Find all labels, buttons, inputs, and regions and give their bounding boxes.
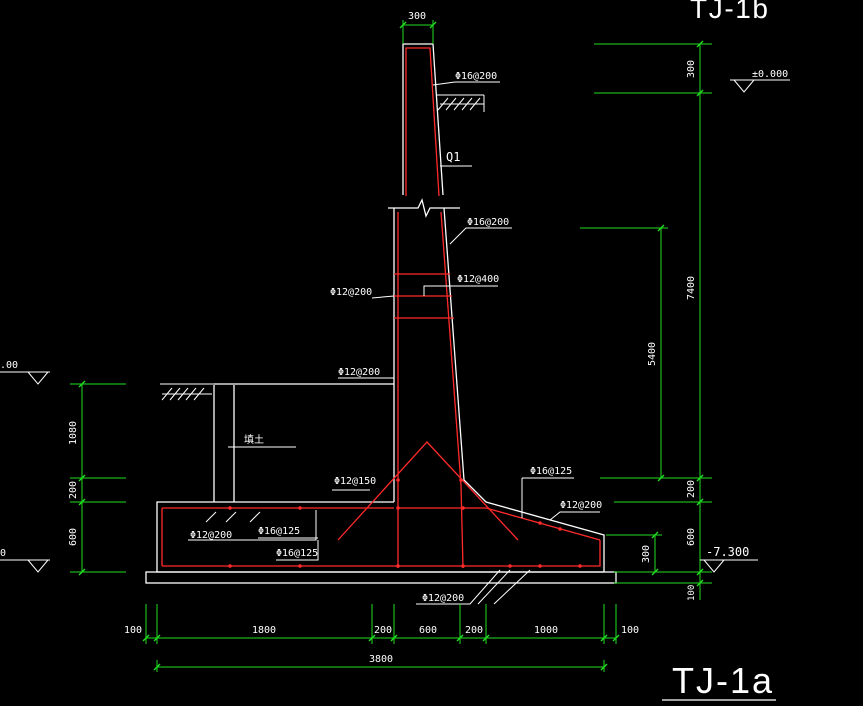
rebar-group	[161, 47, 601, 569]
break-line	[388, 198, 460, 218]
level-marker-left-bottom	[0, 559, 50, 573]
dim-right-200: 200	[686, 480, 697, 498]
dim-right-7400: 7400	[686, 276, 697, 300]
dim-bottom-100-left: 100	[124, 625, 142, 636]
dim-bottom-600: 600	[419, 625, 437, 636]
rebar-wall-right	[440, 211, 464, 569]
dim-bottom-total: 3800	[369, 654, 393, 665]
text-layer: TJ-1b TJ-1a Q1 填土 ±0.000 -7.300 .00 0 Φ1…	[0, 0, 788, 701]
rebar-label-corner: Φ12@150	[334, 476, 376, 487]
level-top-text: ±0.000	[752, 69, 788, 80]
level-marker-top	[730, 79, 790, 93]
ground-hatch-left	[160, 383, 214, 401]
rebar-label-inner-a: Φ12@200	[330, 287, 372, 298]
label-wall-q1: Q1	[446, 150, 460, 164]
rebar-label-heel-bot: Φ16@125	[276, 548, 318, 559]
level-marker-bottom	[700, 559, 758, 573]
blinding-layer	[145, 571, 617, 584]
level-bottom-text: -7.300	[706, 545, 749, 559]
dim-left-200: 200	[68, 481, 79, 499]
dim-right-5400: 5400	[647, 342, 658, 366]
rebar-footing-bottom	[162, 540, 601, 567]
wall-lower-outline	[393, 207, 605, 572]
rebar-label-wall-mid: Φ16@200	[467, 217, 509, 228]
rebar-haunch	[337, 441, 519, 541]
dim-bottom-100-right: 100	[621, 625, 639, 636]
rebar-dots	[228, 478, 582, 568]
dim-toe-300: 300	[641, 545, 652, 563]
fill-zone-lines	[213, 383, 394, 502]
dim-bottom-1800: 1800	[252, 625, 276, 636]
level-left-top-text: .00	[0, 360, 18, 371]
rebar-stirrups	[394, 273, 454, 319]
rebar-label-wall-top: Φ16@200	[455, 71, 497, 82]
wall-upper-outline	[402, 43, 444, 196]
dim-top-width: 300	[408, 11, 426, 22]
dim-left-1080: 1080	[68, 421, 79, 445]
dimension-ticks	[78, 21, 704, 671]
rebar-footing-top	[162, 507, 601, 541]
level-marker-left-top	[0, 371, 50, 385]
rebar-label-toe-slope: Φ12@200	[560, 500, 602, 511]
dim-bottom-200-b: 200	[465, 625, 483, 636]
level-left-bottom-text: 0	[0, 548, 6, 559]
level-markers	[0, 79, 790, 573]
rebar-label-heel-mid: Φ16@125	[258, 526, 300, 537]
rebar-label-inner-b: Φ12@200	[338, 367, 380, 378]
title-partial: TJ-1b	[690, 0, 768, 24]
dim-bottom-1000: 1000	[534, 625, 558, 636]
leader-lines	[188, 81, 600, 605]
rebar-label-distribution: Φ12@400	[457, 274, 499, 285]
drawing-title: TJ-1a	[672, 660, 773, 701]
dim-right-600: 600	[686, 528, 697, 546]
concrete-outline	[145, 43, 617, 584]
rebar-label-heel-top: Φ12@200	[190, 530, 232, 541]
dimension-lines	[70, 20, 712, 672]
dim-bottom-200-a: 200	[374, 625, 392, 636]
dim-right-100: 100	[687, 585, 697, 601]
rebar-label-toe-top: Φ16@125	[530, 466, 572, 477]
rebar-label-base: Φ12@200	[422, 593, 464, 604]
dim-right-300: 300	[686, 60, 697, 78]
ground-hatch-right	[436, 94, 485, 112]
dim-left-600: 600	[68, 528, 79, 546]
rebar-wall-upper	[405, 47, 440, 197]
label-fill: 填土	[244, 433, 264, 446]
